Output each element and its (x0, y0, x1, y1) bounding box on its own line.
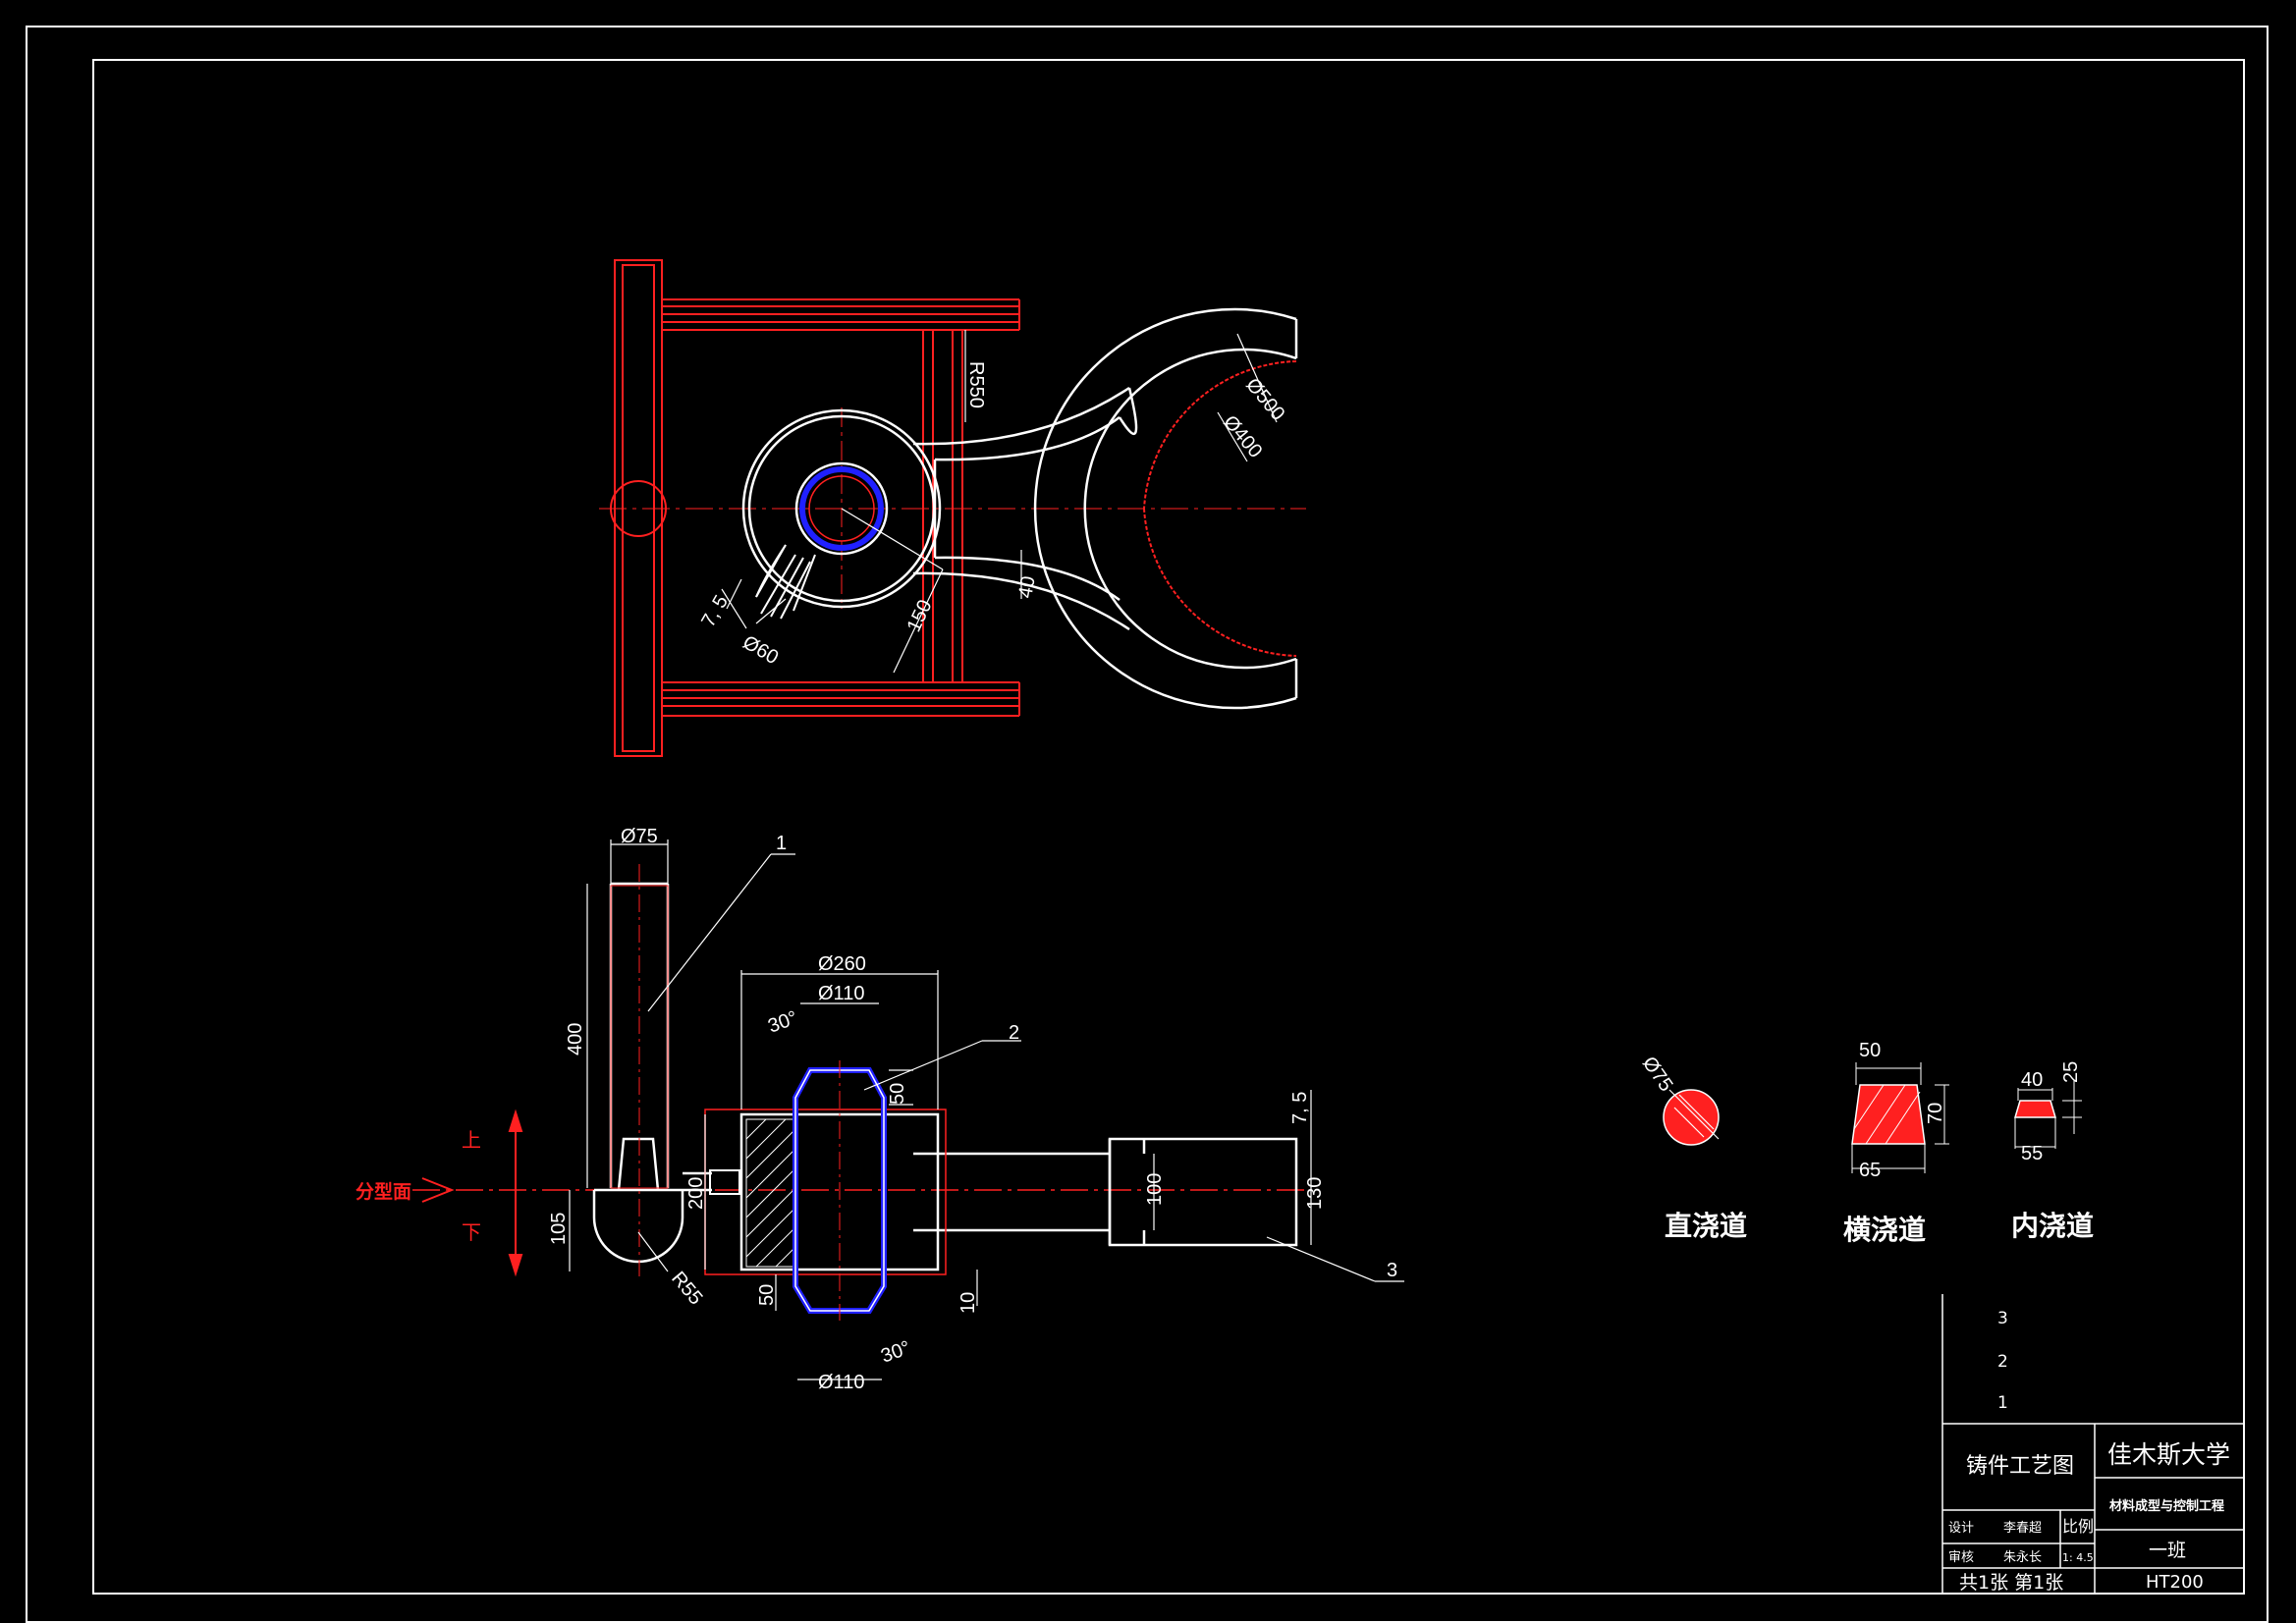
dim-50-top: 50 (887, 1083, 908, 1105)
designer-name: 李春超 (2003, 1521, 2042, 1536)
dim-40: 40 (1014, 574, 1040, 600)
dim-d260: Ø260 (818, 953, 866, 975)
parting-label: 分型面 (355, 1180, 411, 1203)
major-name: 材料成型与控制工程 (2109, 1498, 2224, 1514)
material: HT200 (2146, 1572, 2204, 1593)
dim-30-bottom: 30° (878, 1337, 913, 1368)
part-3: 3 (1997, 1309, 2008, 1328)
dim-d110-bottom: Ø110 (818, 1372, 864, 1393)
dim-100: 100 (1144, 1173, 1166, 1206)
leader-1: 1 (776, 833, 787, 854)
dim-150: 150 (903, 597, 937, 636)
dim-d110-top: Ø110 (818, 983, 864, 1004)
design-label: 设计 (1948, 1521, 1974, 1536)
section-view: 上 下 分型面 (355, 826, 1404, 1393)
dim-r550: R550 (965, 361, 987, 408)
dim-d500: Ø500 (1241, 374, 1288, 425)
dim-130: 130 (1304, 1177, 1326, 1210)
class-name: 一班 (2149, 1540, 2186, 1561)
review-label: 审核 (1948, 1550, 1974, 1565)
school-name: 佳木斯大学 (2107, 1440, 2230, 1469)
gating-sections: Ø75 直浇道 50 65 70 横浇道 (1638, 1040, 2094, 1246)
title-block (1941, 1294, 2245, 1594)
dim-d75: Ø75 (621, 826, 658, 847)
dim-200: 200 (685, 1177, 707, 1210)
parting-lower: 下 (462, 1220, 481, 1244)
runner-label: 横浇道 (1843, 1214, 1926, 1246)
dim-400: 400 (565, 1023, 586, 1055)
ingate-height: 25 (2060, 1061, 2082, 1083)
dim-105: 105 (548, 1213, 570, 1245)
leader-3: 3 (1387, 1260, 1397, 1281)
sprue-label: 直浇道 (1665, 1210, 1747, 1242)
ingate-label: 内浇道 (2011, 1210, 2094, 1242)
part-1: 1 (1997, 1393, 2008, 1413)
sprue-dim: Ø75 (1638, 1053, 1677, 1096)
parting-upper: 上 (462, 1128, 481, 1152)
dim-r55: R55 (667, 1268, 706, 1309)
scale-label: 比例 (2062, 1517, 2094, 1536)
dim-d60: Ø60 (739, 631, 783, 669)
drawing-title: 铸件工艺图 (1966, 1454, 2074, 1479)
scale-value: 1: 4.5 (2062, 1551, 2094, 1564)
dim-10: 10 (957, 1292, 979, 1314)
sheet-count: 共1张 第1张 (1959, 1572, 2063, 1594)
dim-30-top: 30° (765, 1007, 800, 1038)
runner-height: 70 (1925, 1103, 1946, 1124)
sheet-border (26, 26, 2269, 1623)
runner-top: 50 (1859, 1040, 1881, 1061)
dim-7-5-section: 7, 5 (1289, 1092, 1311, 1124)
dim-50-bottom: 50 (756, 1284, 778, 1306)
ingate-top: 40 (2021, 1069, 2043, 1091)
leader-2: 2 (1009, 1022, 1019, 1044)
drawing-frame (92, 59, 2245, 1595)
plan-view: R550 Ø500 Ø400 Ø60 7, 5 150 40 (599, 259, 1306, 757)
reviewer-name: 朱永长 (2003, 1550, 2042, 1565)
ingate-bottom: 55 (2021, 1143, 2043, 1164)
part-2: 2 (1997, 1352, 2008, 1372)
runner-bottom: 65 (1859, 1160, 1881, 1181)
